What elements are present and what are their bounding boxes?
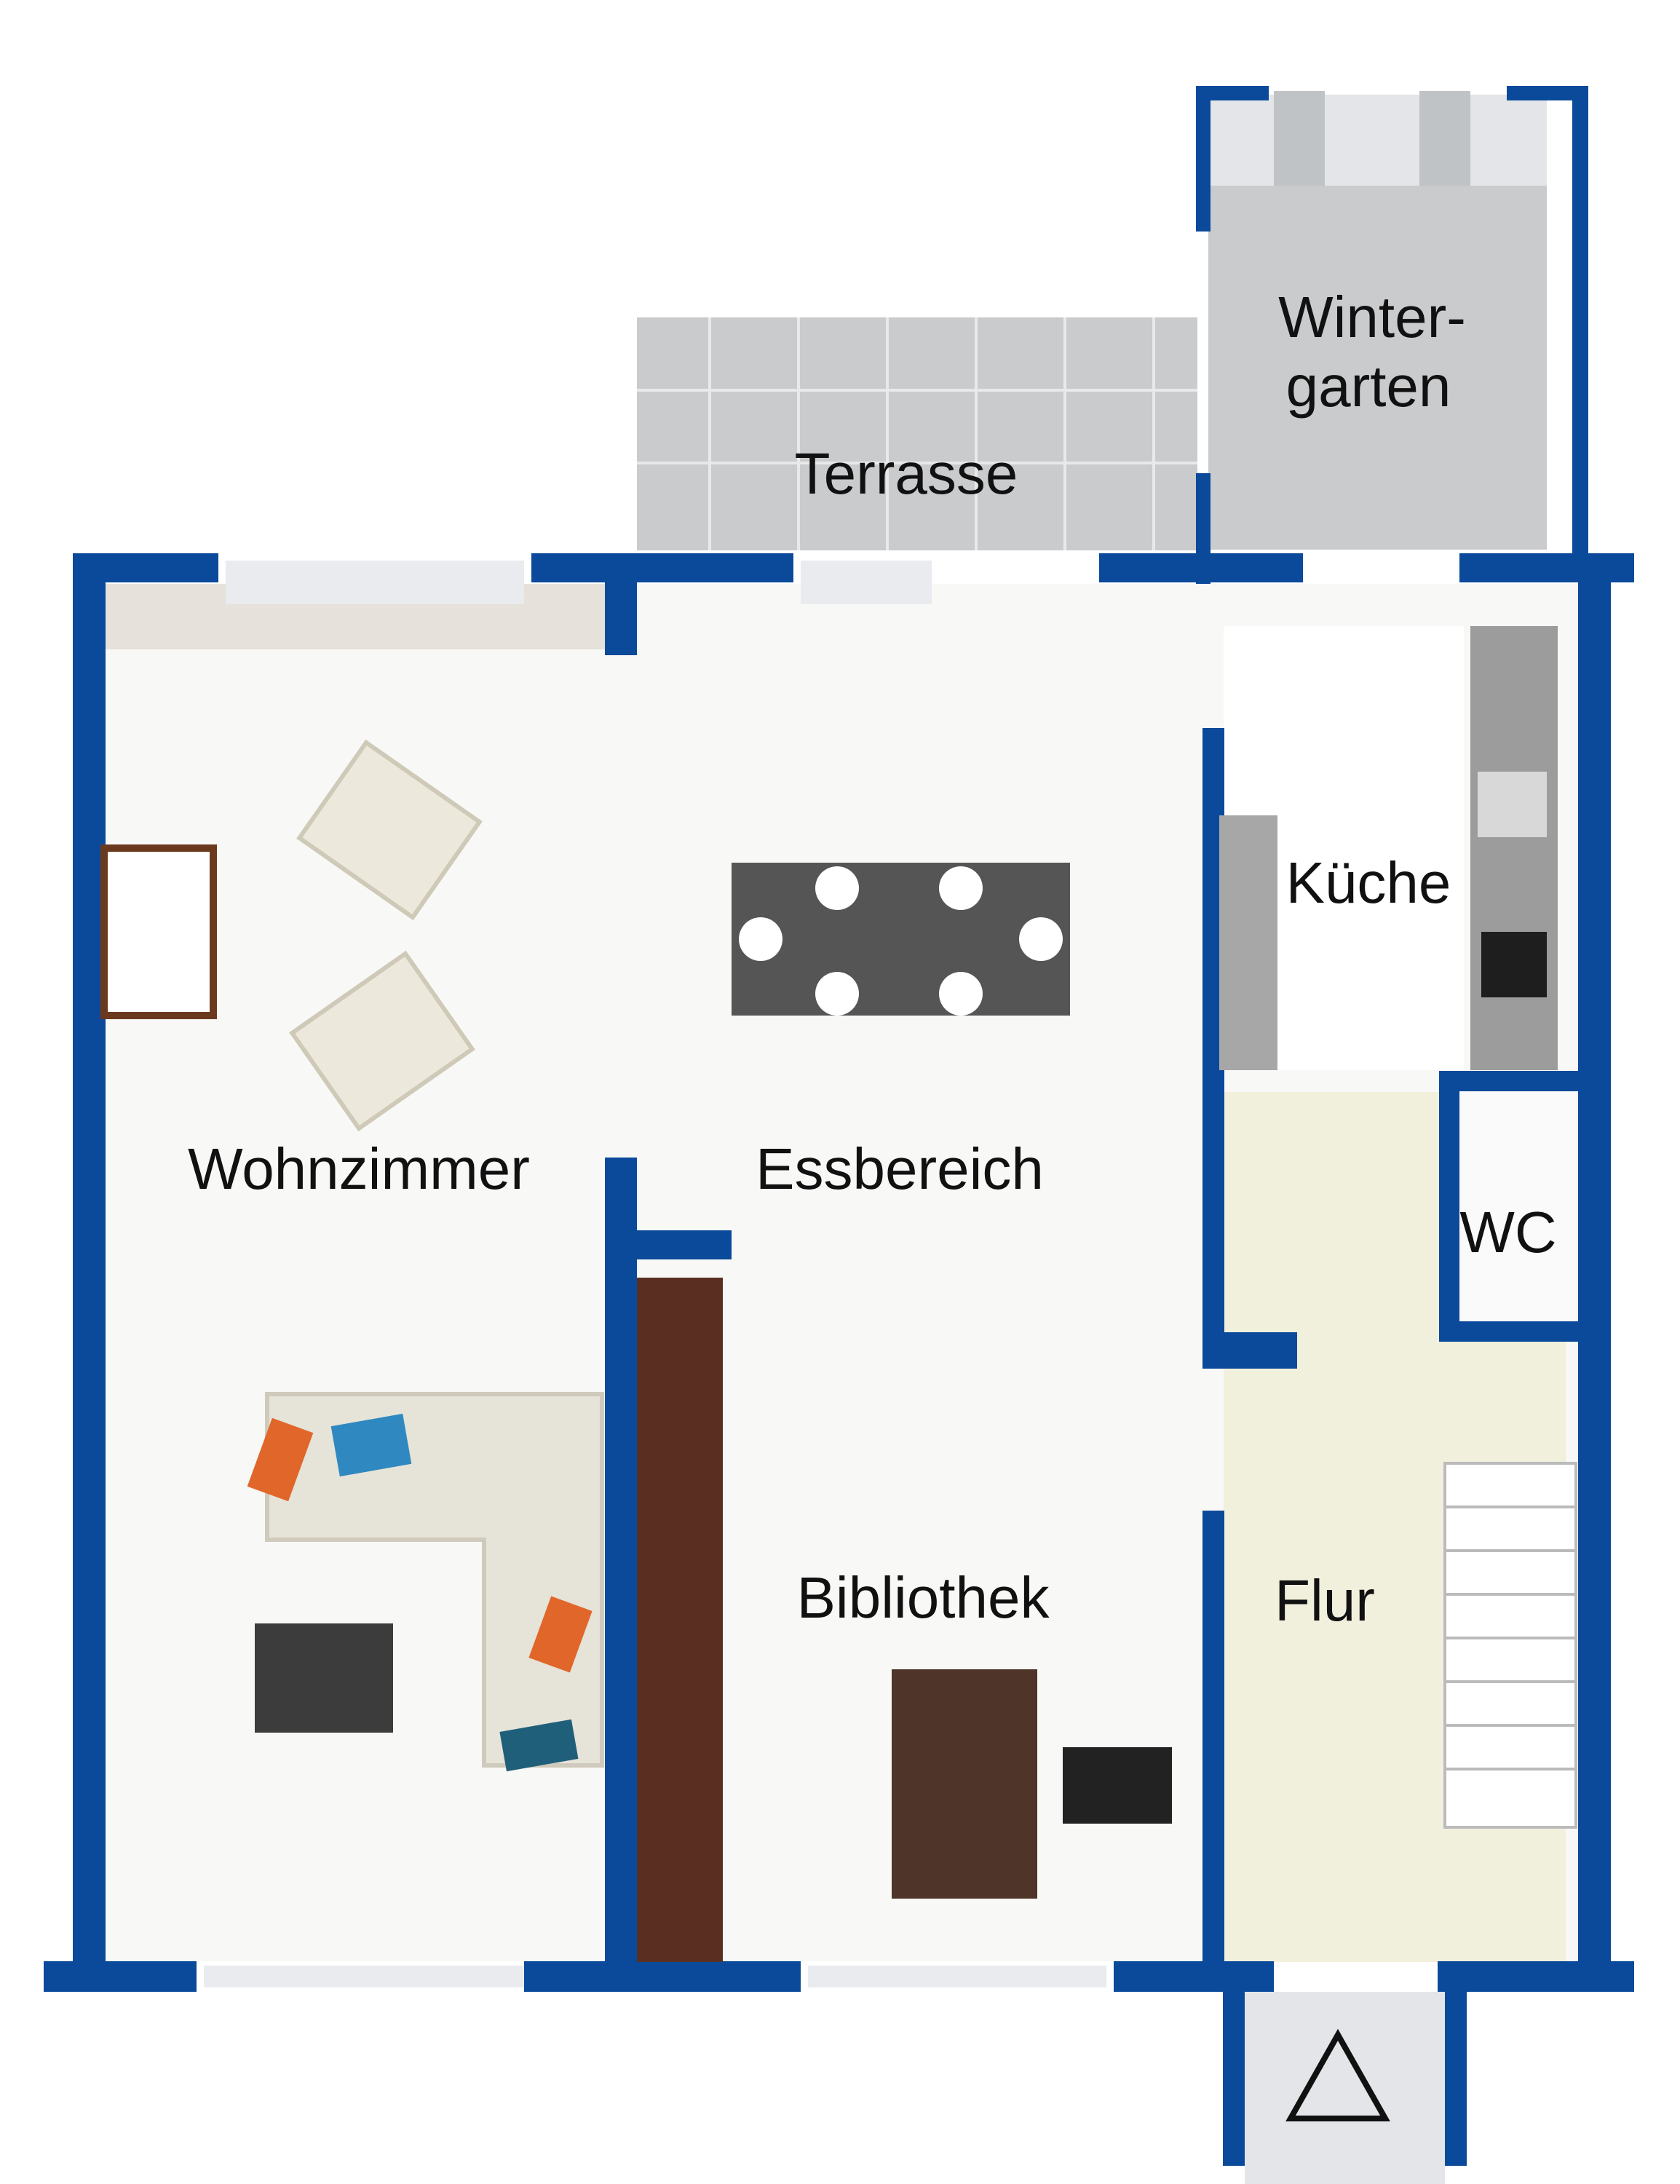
- desk: [892, 1669, 1037, 1899]
- room-label-flur: Flur: [1275, 1568, 1375, 1633]
- walls: [44, 553, 1634, 2184]
- room-label-wc: WC: [1459, 1200, 1556, 1265]
- sink: [1478, 772, 1547, 837]
- corner-sofa: [265, 1392, 604, 1768]
- cooktop: [1481, 932, 1547, 997]
- cushion: [247, 1417, 314, 1502]
- terrasse-area: [637, 317, 1197, 550]
- kitchen-island: [1219, 815, 1277, 1070]
- staircase: [1443, 1462, 1577, 1829]
- room-label-wohnzimmer: Wohnzimmer: [188, 1136, 530, 1201]
- room-label-kueche: Küche: [1286, 850, 1451, 915]
- dining-table: [732, 863, 1070, 1016]
- window: [801, 561, 932, 604]
- armchair: [289, 950, 475, 1132]
- cushion: [499, 1719, 579, 1772]
- dining-plates: [739, 866, 1063, 1016]
- fireplace: [100, 844, 217, 1019]
- armchair: [296, 739, 483, 921]
- triangle-entrance-icon: [1285, 2028, 1390, 2121]
- window: [226, 561, 524, 604]
- window: [204, 1966, 524, 1987]
- room-label-wintergarten-1: Winter-: [1278, 285, 1466, 349]
- window: [808, 1966, 1106, 1987]
- room-label-bibliothek: Bibliothek: [797, 1565, 1050, 1630]
- wc-floor: [1459, 1092, 1576, 1332]
- coffee-table: [255, 1623, 393, 1733]
- bookshelf: [637, 1278, 723, 1962]
- cushion: [330, 1413, 412, 1477]
- office-chair: [1063, 1747, 1172, 1824]
- cushion: [528, 1596, 593, 1673]
- room-label-terrasse: Terrasse: [795, 441, 1018, 506]
- room-label-essbereich: Essbereich: [756, 1136, 1044, 1201]
- room-label-wintergarten-2: garten: [1286, 354, 1451, 419]
- wintergarten-area: [1196, 86, 1588, 626]
- kitchen-counter: [1470, 626, 1558, 1070]
